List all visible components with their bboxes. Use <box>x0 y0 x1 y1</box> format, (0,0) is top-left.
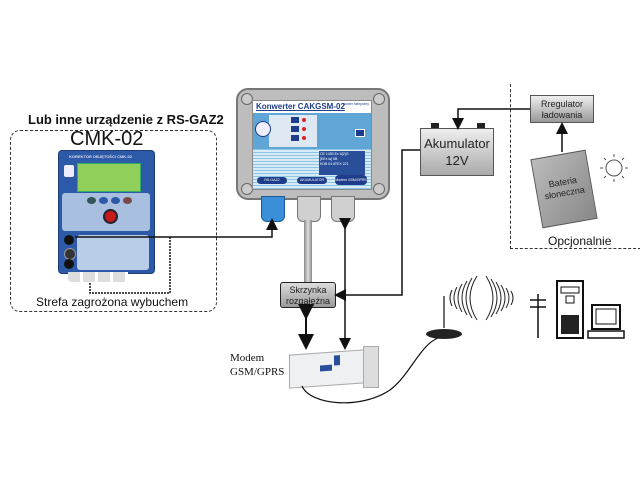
mast-icon <box>530 294 546 338</box>
cable-regulator-to-accumulator <box>452 108 530 130</box>
diagram-title: Lub inne urządzenie z RS-GAZ2 <box>28 112 224 127</box>
sun-icon <box>600 154 628 182</box>
cmk-key[interactable] <box>123 197 132 204</box>
indicator-led <box>302 118 306 122</box>
cmk-port <box>64 235 74 245</box>
converter-corner-label: numer fabryczny <box>343 102 369 106</box>
cmk-logo-icon <box>64 165 74 177</box>
indicator-row <box>291 135 299 141</box>
cmk-red-button[interactable] <box>103 209 118 224</box>
cmk-key[interactable] <box>99 197 108 204</box>
junction-box[interactable]: Skrzynka rozgałęźna <box>280 282 336 308</box>
antenna-icon <box>426 296 462 339</box>
dotted-cable <box>89 237 171 294</box>
radio-waves-icon <box>449 275 514 321</box>
converter-screw-icon <box>241 93 253 105</box>
battery-terminal <box>477 123 485 129</box>
cmk-display <box>77 163 141 192</box>
junction-label-2: rozgałęźna <box>285 296 331 306</box>
cmk-port <box>64 259 74 269</box>
antenna-cable <box>301 337 439 404</box>
cmk-cable-glands <box>68 272 128 282</box>
indicator-row <box>291 117 299 123</box>
indicator-row <box>291 126 299 132</box>
cable-pipe <box>304 220 312 282</box>
converter-cert-box: CE 1453 Ex II(2)G [EEx ia] IIB KDB 04 AT… <box>319 151 365 175</box>
converter-button-rs-gaz2[interactable]: RS-GAZ2 <box>257 177 287 184</box>
converter-blue-band <box>253 113 371 149</box>
junction-label-1: Skrzynka <box>289 285 327 295</box>
server-tower-icon <box>556 280 584 339</box>
cmk-key[interactable] <box>111 197 120 204</box>
modem-label-2: GSM/GPRS <box>230 366 285 378</box>
cable-cmk-to-converter <box>75 218 278 238</box>
converter-grid-pattern: CE 1453 Ex II(2)G [EEx ia] IIB KDB 04 AT… <box>253 149 371 189</box>
cmk-02-device[interactable]: KOREKTOR OBJĘTOŚCI CMK-02 <box>58 150 155 274</box>
charge-regulator[interactable]: Rregulator ładowania <box>530 95 594 123</box>
cmk-panel-title: KOREKTOR OBJĘTOŚCI CMK-02 <box>69 154 132 159</box>
converter-screw-icon <box>373 93 385 105</box>
gray-cable-gland <box>331 196 355 222</box>
accumulator-label: Akumulator <box>424 136 490 151</box>
modem-label-1: Modem <box>230 352 265 364</box>
converter-title: Konwerter CAKGSM-02 <box>256 102 345 111</box>
hazard-zone-label: Strefa zagrożona wybuchem <box>33 295 192 309</box>
cert-line: KDB 04 ATEX 221 <box>320 162 349 166</box>
converter-logo-icon <box>255 121 271 137</box>
regulator-label-1: Rregulator <box>540 99 584 109</box>
cert-line: [EEx ia] IIB <box>320 157 338 161</box>
optional-zone-label: Opcjonalnie <box>548 234 612 248</box>
converter-button-modem[interactable]: Modem GSM/GPRS <box>335 175 367 185</box>
indicator-led <box>302 127 306 131</box>
cmk-device-name: CMK-02 <box>70 128 144 150</box>
converter-cakgsm-02[interactable]: Konwerter CAKGSM-02 numer fabryczny CE 1… <box>236 88 390 200</box>
regulator-label-2: ładowania <box>541 110 583 120</box>
gray-cable-gland <box>297 196 321 222</box>
converter-screw-icon <box>373 183 385 195</box>
converter-button-akumulator[interactable]: AKUMULATOR <box>297 177 327 184</box>
accumulator-voltage: 12V <box>445 153 469 168</box>
converter-face: Konwerter CAKGSM-02 numer fabryczny CE 1… <box>252 100 372 190</box>
converter-small-badge <box>355 129 365 137</box>
cert-line: CE 1453 Ex II(2)G <box>320 152 349 156</box>
cable-accumulator-to-junction <box>334 149 420 301</box>
battery-terminal <box>431 123 439 129</box>
computer-monitor-icon <box>587 304 625 339</box>
hazard-zone-box <box>10 130 217 312</box>
optional-zone-box <box>510 84 640 249</box>
cmk-lower-panel <box>77 235 149 270</box>
blue-cable-gland <box>261 196 285 222</box>
indicator-led <box>302 136 306 140</box>
cmk-key[interactable] <box>87 197 96 204</box>
modem-din-rail-side <box>363 346 379 388</box>
